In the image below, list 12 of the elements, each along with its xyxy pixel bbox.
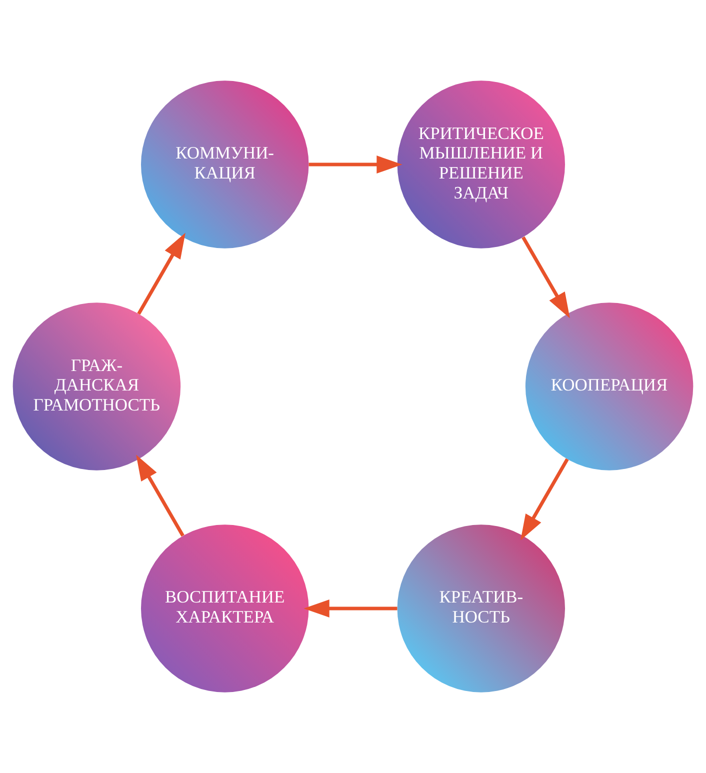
arrow	[522, 236, 570, 318]
node-circle: КРЕАТИВ- НОСТЬ	[397, 524, 566, 692]
arrow	[137, 232, 186, 315]
node-circle: КОММУНИ- КАЦИЯ	[140, 80, 309, 248]
arrow	[520, 458, 569, 540]
node-circle: ВОСПИТАНИЕ ХАРАКТЕРА	[140, 524, 309, 692]
arrow	[308, 156, 402, 174]
node-circle: КРИТИЧЕСКОЕ МЫШЛЕНИЕ И РЕШЕНИЕ ЗАДАЧ	[397, 80, 566, 248]
node-circle: КООПЕРАЦИЯ	[525, 302, 694, 470]
node-circle: ГРАЖ- ДАНСКАЯ ГРАМОТНОСТЬ	[12, 302, 181, 470]
arrow	[136, 454, 184, 537]
arrow	[304, 599, 398, 618]
